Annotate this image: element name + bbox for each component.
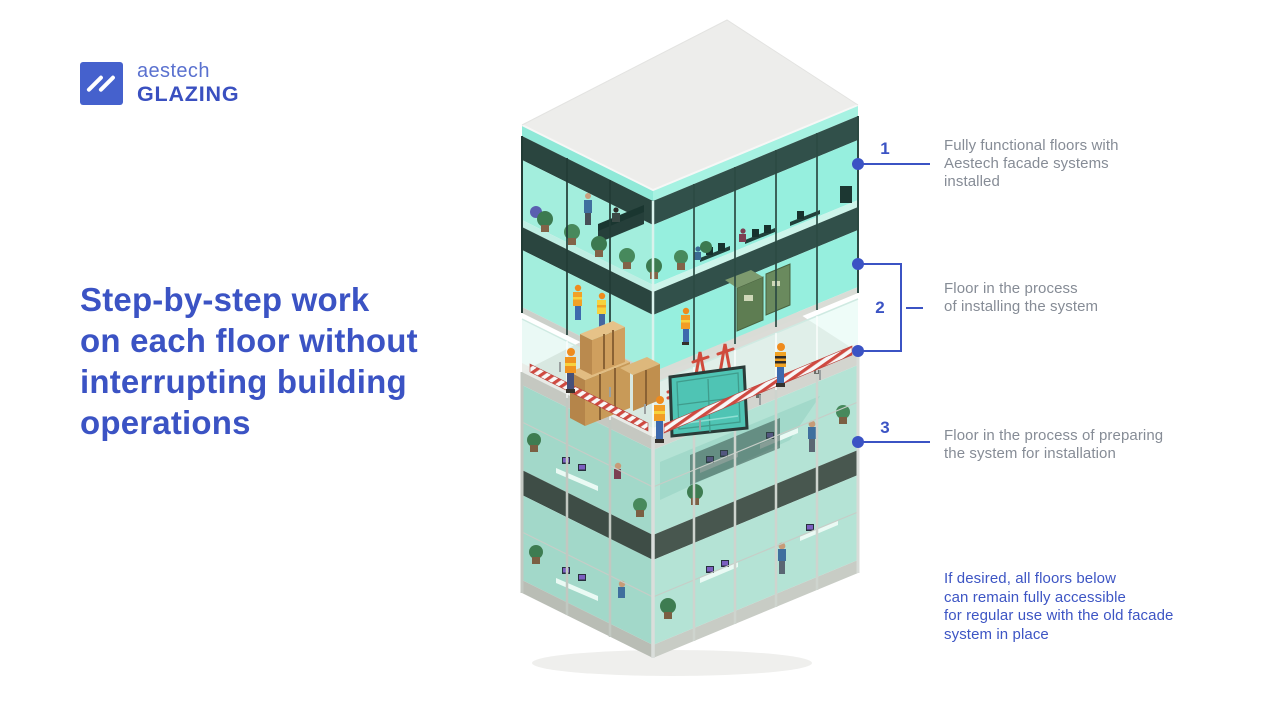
ground-shadow <box>532 650 812 676</box>
callout-1-dot <box>852 158 864 170</box>
footnote: If desired, all floors below can remain … <box>944 570 1174 643</box>
callout-1-line <box>862 163 930 165</box>
top-block-new-facade <box>521 105 859 378</box>
building-illustration <box>450 10 920 690</box>
brand-name-bottom: GLAZING <box>137 82 240 106</box>
callout-2-number: 2 <box>875 298 885 317</box>
safety-barriers <box>529 345 853 434</box>
building-roof <box>521 19 859 192</box>
callout-2-bracket-side <box>900 263 902 352</box>
callout-2-dash <box>906 307 923 309</box>
worker-figure <box>654 396 665 443</box>
callout-2-bracket-top <box>862 263 902 265</box>
callout-2-dot-bottom <box>852 345 864 357</box>
callout-3-text: Floor in the process of preparing the sy… <box>944 427 1164 462</box>
callout-2-text: Floor in the process of installing the s… <box>944 280 1099 315</box>
callout-1-text: Fully functional floors with Aestech fac… <box>944 137 1119 190</box>
lower-block-old-facade <box>520 267 860 658</box>
deck-preparation-scene <box>529 321 853 443</box>
worker-figure <box>565 348 576 393</box>
brand-name-top: aestech <box>137 60 210 82</box>
worker-figure <box>775 343 786 387</box>
brand-logo: aestech GLAZING <box>80 61 239 106</box>
callout-3-dot <box>852 436 864 448</box>
callout-3-line <box>862 441 930 443</box>
callout-3-number: 3 <box>880 418 890 437</box>
callout-2-dot-top <box>852 258 864 270</box>
glazing-logo-icon <box>80 61 123 105</box>
callout-2-bracket-bottom <box>862 350 902 352</box>
page-title: Step-by-step work on each floor without … <box>80 281 418 441</box>
brand-name: aestech GLAZING <box>137 61 239 106</box>
callout-1-number: 1 <box>880 139 890 158</box>
